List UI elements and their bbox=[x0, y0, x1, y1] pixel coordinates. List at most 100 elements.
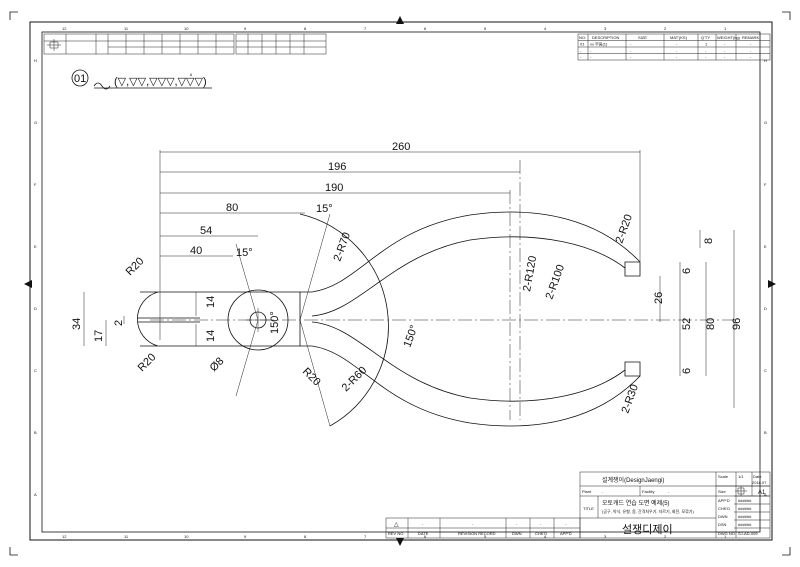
angle-15-upper: 15° bbox=[316, 203, 333, 215]
dim-80-vertical: 80 bbox=[705, 318, 717, 330]
zone-letter: E bbox=[764, 244, 767, 249]
zone-numbers-bottom: 12 11 10 9 8 7 6 5 4 3 2 1 bbox=[62, 534, 727, 539]
parts-header: DESCRIPTION bbox=[592, 35, 619, 40]
arc-r70 bbox=[299, 213, 389, 427]
revision-header: REV NO. bbox=[388, 531, 404, 536]
angle-150-left: 150° bbox=[269, 311, 281, 334]
zone-letter: G bbox=[34, 120, 37, 125]
drawing-title: 오토캐드 연습 도면 예제(5) bbox=[602, 499, 670, 507]
parts-cell: - bbox=[590, 48, 592, 53]
parts-header: NO. bbox=[579, 35, 586, 40]
projection-symbol-icon bbox=[735, 486, 747, 496]
parts-cell: - bbox=[676, 55, 678, 60]
zone-letter: F bbox=[34, 182, 37, 187]
parts-cell: - bbox=[580, 55, 582, 60]
zone-letter: F bbox=[764, 182, 767, 187]
approval-label: CHK'D bbox=[718, 506, 730, 511]
zone-letter: C bbox=[764, 368, 767, 373]
approval-label: APP'D bbox=[718, 498, 730, 503]
revision-triangle-icon: △ bbox=[394, 522, 399, 528]
parts-cell: - bbox=[630, 42, 632, 47]
parts-cell: - bbox=[724, 42, 726, 47]
surface-roughness-note: 01 (▽,▽▽,▽▽▽,▽▽▽) 6 bbox=[71, 69, 212, 90]
center-lines bbox=[150, 150, 740, 420]
parts-header: MAT'(KS) bbox=[670, 35, 688, 40]
zone-num: 1 bbox=[724, 534, 727, 539]
dim-34: 34 bbox=[71, 318, 83, 330]
roughness-symbols: (▽,▽▽,▽▽▽,▽▽▽) bbox=[114, 76, 207, 88]
dim-26: 26 bbox=[653, 292, 665, 304]
approval-value: ###### bbox=[738, 514, 752, 519]
lower-jaw-inner bbox=[311, 321, 626, 402]
drawing-number: SJ-AD-005 bbox=[738, 531, 758, 536]
zone-num: 2 bbox=[664, 534, 667, 539]
revision-cell: - bbox=[472, 521, 474, 526]
parts-cell: - bbox=[724, 55, 726, 60]
dim-96: 96 bbox=[731, 318, 743, 330]
zone-num: 7 bbox=[364, 26, 367, 31]
zone-letter: E bbox=[34, 244, 37, 249]
dim-2: 2 bbox=[113, 320, 125, 326]
dim-40: 40 bbox=[190, 245, 202, 257]
projection-symbol-icon bbox=[47, 39, 61, 51]
parts-header: SIZE bbox=[638, 35, 647, 40]
parts-cell: 01 bbox=[580, 42, 585, 47]
facility-label: Facility bbox=[642, 489, 654, 494]
revision-header: APP'D bbox=[560, 531, 572, 536]
dim-8: 8 bbox=[703, 238, 715, 244]
parts-header: WEIGHT(kg) bbox=[717, 35, 741, 40]
dim-52: 52 bbox=[681, 318, 693, 330]
parts-cell: - bbox=[676, 48, 678, 53]
parts-cell: - bbox=[630, 48, 632, 53]
zone-num: 4 bbox=[544, 534, 547, 539]
vertical-dimensions: 34 17 2 14 14 8 6 26 52 80 96 6 bbox=[71, 230, 743, 408]
drawing-subtitle: (공구, 약식, 유형, 몸, 간격처우기, 자르기, 회전, 모깎기) bbox=[602, 508, 694, 514]
parts-cell: - bbox=[580, 48, 582, 53]
zone-num: 3 bbox=[604, 534, 607, 539]
item-balloon bbox=[71, 69, 89, 87]
revision-header: DWN bbox=[512, 531, 522, 536]
zone-num: 6 bbox=[424, 26, 427, 31]
dim-14-lower: 14 bbox=[205, 330, 217, 342]
parts-cell: - bbox=[750, 55, 752, 60]
slot bbox=[138, 317, 200, 323]
date-label: Date bbox=[753, 474, 762, 479]
date-value: 2018.07 bbox=[752, 480, 767, 485]
scale-label: Scale bbox=[718, 474, 729, 479]
zone-num: 8 bbox=[304, 534, 307, 539]
dim-54: 54 bbox=[200, 225, 212, 237]
dim-17: 17 bbox=[93, 330, 105, 342]
parts-list-table: NO. DESCRIPTION SIZE MAT'(KS) Q'TY WEIGH… bbox=[577, 33, 771, 61]
zone-letter: H bbox=[764, 58, 767, 63]
zone-numbers-top: 12 11 10 9 8 7 6 5 4 3 2 1 bbox=[62, 26, 727, 31]
zone-letter: C bbox=[34, 368, 37, 373]
scale-value: 1/1 bbox=[738, 474, 744, 479]
zone-num: 3 bbox=[604, 26, 607, 31]
dim-14-upper: 14 bbox=[205, 296, 217, 308]
drawing-number-label: DWG NO. bbox=[718, 531, 736, 536]
zone-num: 5 bbox=[484, 534, 487, 539]
plant-value: - bbox=[602, 489, 604, 494]
parts-cell: - bbox=[750, 48, 752, 53]
revision-header: DATE bbox=[418, 531, 429, 536]
parts-cell: - bbox=[676, 42, 678, 47]
approval-value: ###### bbox=[738, 506, 752, 511]
dim-196: 196 bbox=[328, 161, 346, 173]
zone-num: 5 bbox=[484, 26, 487, 31]
title-block: 설계쟁이(DesignJaengi) Scale 1/1 Date 2018.0… bbox=[579, 471, 771, 539]
revision-cell: - bbox=[422, 521, 424, 526]
company-name: 설계쟁이(DesignJaengi) bbox=[602, 476, 664, 484]
zone-num: 9 bbox=[244, 534, 247, 539]
company-logo-text: 설쟁디제이 bbox=[622, 523, 673, 536]
general-tolerance-table bbox=[43, 33, 327, 55]
item-balloon-number: 01 bbox=[74, 73, 86, 85]
zone-letter: B bbox=[34, 430, 37, 435]
revision-cell: - bbox=[565, 521, 567, 526]
zone-num: 1 bbox=[724, 26, 727, 31]
plant-label: Plant bbox=[582, 489, 592, 494]
zone-letter: B bbox=[764, 430, 767, 435]
zone-letter: D bbox=[34, 306, 37, 311]
zone-num: 2 bbox=[664, 26, 667, 31]
approval-label: DSN bbox=[718, 522, 727, 527]
